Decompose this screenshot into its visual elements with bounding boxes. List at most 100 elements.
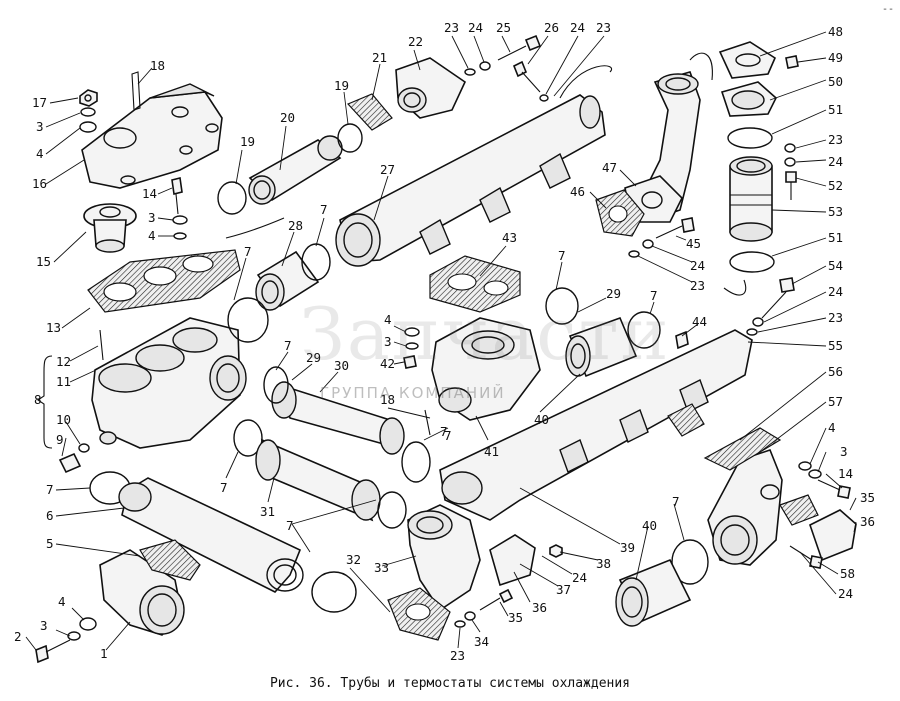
callout-3: 3 — [148, 210, 156, 225]
washer-23-bottom — [454, 620, 466, 628]
sleeve-40-upper — [565, 316, 638, 378]
bolt-14-left — [171, 177, 183, 215]
callout-7: 7 — [244, 244, 252, 259]
callout-4: 4 — [384, 312, 392, 327]
bolt-26 — [512, 60, 541, 93]
callout-24: 24 — [828, 154, 843, 169]
manifold-pipe-39 — [439, 329, 753, 521]
washer-4-right — [798, 461, 812, 471]
gasket-46 — [595, 189, 645, 237]
manifold-pipe-27 — [335, 94, 606, 267]
callout-6: 6 — [46, 508, 54, 523]
callout-12: 12 — [56, 354, 71, 369]
elbow-57 — [707, 449, 783, 566]
callout-4: 4 — [828, 420, 836, 435]
callout-41: 41 — [484, 444, 499, 459]
callout-50: 50 — [828, 74, 843, 89]
washer-34 — [464, 611, 476, 621]
callout-51: 51 — [828, 230, 843, 245]
callout-39: 39 — [620, 540, 635, 555]
assembly-arrow-3 — [689, 52, 713, 81]
callout-57: 57 — [828, 394, 843, 409]
callout-7: 7 — [444, 428, 452, 443]
callout-7: 7 — [286, 518, 294, 533]
callout-22: 22 — [408, 34, 423, 49]
callout-32: 32 — [346, 552, 361, 567]
flange-32 — [387, 587, 451, 641]
callout-51: 51 — [828, 102, 843, 117]
callout-7: 7 — [320, 202, 328, 217]
flange-36-bottom — [489, 534, 536, 587]
assembly-arrow-1 — [225, 217, 285, 239]
callout-7: 7 — [220, 480, 228, 495]
callout-46: 46 — [570, 184, 585, 199]
group-bracket-8 — [37, 355, 53, 449]
washer-24-mid — [539, 94, 549, 102]
callout-36: 36 — [532, 600, 547, 615]
callout-4: 4 — [148, 228, 156, 243]
sleeve-28 — [255, 250, 320, 311]
callout-24: 24 — [828, 284, 843, 299]
sleeve-31 — [255, 438, 381, 522]
gasket-right — [779, 494, 819, 526]
callout-27: 27 — [380, 162, 395, 177]
bolt-42 — [403, 355, 417, 369]
callout-34: 34 — [474, 634, 489, 649]
callout-30: 30 — [334, 358, 349, 373]
washer-4-mid — [173, 232, 187, 240]
callout-2: 2 — [14, 629, 22, 644]
callout-4: 4 — [58, 594, 66, 609]
watermark-brand: Запчасти — [300, 292, 671, 376]
callout-3: 3 — [36, 119, 44, 134]
callout-3: 3 — [40, 618, 48, 633]
bolt-54 — [761, 277, 795, 319]
callout-53: 53 — [828, 204, 843, 219]
callout-23: 23 — [828, 132, 843, 147]
callout-16: 16 — [32, 176, 47, 191]
callout-5: 5 — [46, 536, 54, 551]
plug-49 — [785, 55, 799, 69]
flange-36-right — [809, 509, 857, 562]
callout-14: 14 — [142, 186, 157, 201]
callout-20: 20 — [280, 110, 295, 125]
washer-3-bottom — [67, 631, 81, 641]
washer-23-top — [464, 68, 476, 76]
callout-7: 7 — [650, 288, 658, 303]
bolt-58 — [789, 545, 823, 569]
assembly-arrow-4 — [723, 279, 747, 296]
washer-10 — [78, 443, 90, 453]
callout-56: 56 — [828, 364, 843, 379]
bolt-35-bottom — [479, 588, 514, 611]
callout-labels: 17 3 4 16 18 14 3 4 15 13 12 11 8 10 9 7… — [14, 20, 875, 663]
callout-38: 38 — [596, 556, 611, 571]
callout-7: 7 — [558, 248, 566, 263]
callout-11: 11 — [56, 374, 71, 389]
callout-33: 33 — [374, 560, 389, 575]
callout-24: 24 — [690, 258, 705, 273]
callout-10: 10 — [56, 412, 71, 427]
bolt-14-right — [817, 479, 851, 499]
pipe-20 — [248, 135, 343, 205]
callout-24: 24 — [468, 20, 483, 35]
outlet-41 — [424, 317, 541, 436]
gasket-13 — [87, 249, 241, 313]
callout-52: 52 — [828, 178, 843, 193]
flange-48 — [718, 41, 777, 79]
callout-24: 24 — [572, 570, 587, 585]
washer-3-mid — [172, 215, 188, 225]
callout-29: 29 — [606, 286, 621, 301]
callout-44: 44 — [692, 314, 707, 329]
callout-7: 7 — [284, 338, 292, 353]
plug-9 — [58, 452, 82, 474]
pipe-6 — [118, 477, 304, 593]
callout-26: 26 — [544, 20, 559, 35]
callout-23: 23 — [828, 310, 843, 325]
thermostat-housing-11 — [91, 317, 247, 449]
flange-22 — [395, 57, 467, 119]
thermostat-housing-cover — [81, 71, 223, 189]
callout-7: 7 — [672, 494, 680, 509]
callout-23: 23 — [444, 20, 459, 35]
callout-23: 23 — [450, 648, 465, 663]
callout-47: 47 — [602, 160, 617, 175]
